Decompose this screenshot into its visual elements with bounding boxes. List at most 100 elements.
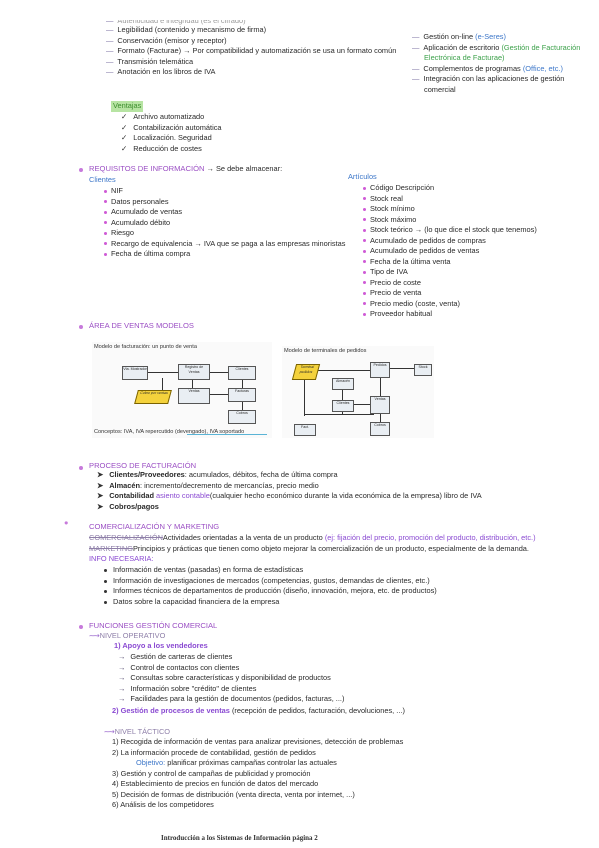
diagram-node: Ventas — [178, 388, 210, 404]
apoyo-list: →Gestión de carteras de clientes →Contro… — [118, 652, 344, 705]
diagram-node: Facturas — [228, 388, 256, 402]
diagram-node: Vta. Mostrador — [122, 366, 148, 380]
diagram-node: Clientes — [332, 400, 354, 412]
tactico-label: ⟿NIVEL TÁCTICO — [104, 727, 171, 736]
list-item: Código Descripción — [363, 183, 537, 194]
section-bullet: ● — [64, 518, 69, 527]
diagram-node: Pedidos — [370, 362, 390, 378]
section-bullet — [79, 466, 83, 470]
list-item: →Control de contactos con clientes — [118, 662, 240, 672]
articulos-label: Artículos — [348, 172, 377, 181]
list-item: —Conservación (emisor y receptor) — [106, 35, 227, 45]
list-item: Información de ventas (pasadas) en forma… — [103, 565, 437, 576]
section-bullet — [79, 168, 83, 172]
list-item: Datos sobre la capacidad financiera de l… — [103, 597, 437, 608]
diagram-node: Stock — [414, 364, 432, 376]
list-item: Precio de coste — [363, 278, 537, 289]
area-ventas-title: ÁREA DE VENTAS MODELOS — [89, 321, 194, 330]
list-item: Acumulado de pedidos de ventas — [363, 246, 537, 257]
objetivo-line: Objetivo: planificar próximas campañas c… — [136, 758, 337, 767]
diagram-node: Clientes — [228, 366, 256, 380]
info-list: Información de ventas (pasadas) en forma… — [103, 565, 437, 607]
facturacion-title: PROCESO DE FACTURACIÓN — [89, 461, 197, 470]
list-item: 2) La información procede de contabilida… — [112, 747, 316, 757]
list-item: NIF — [104, 186, 345, 197]
diagram-node: Cobros — [370, 422, 390, 436]
operativo-label: ⟿NIVEL OPERATIVO — [89, 631, 166, 640]
list-item: —Formato (Facturae) → Por compatibilidad… — [106, 46, 397, 55]
clientes-list: NIF Datos personales Acumulado de ventas… — [104, 186, 345, 260]
diagram-pedidos: Modelo de terminales de pedidos Terminal… — [282, 346, 434, 438]
diagram-node: Terminal pedidos — [291, 364, 321, 380]
list-item: Recargo de equivalencia → IVA que se pag… — [104, 239, 345, 250]
apoyo-label: 1) Apoyo a los vendedores — [114, 641, 208, 650]
requisitos-heading: REQUISITOS DE INFORMACIÓN → Se debe alma… — [89, 164, 283, 173]
diagram-node: Registro de Ventas — [178, 364, 210, 380]
list-item: Precio medio (coste, venta) — [363, 299, 537, 310]
check-icon: ✓ — [121, 133, 128, 142]
list-item: →Consultas sobre características y dispo… — [118, 673, 331, 682]
list-item: —Integración con las aplicaciones de ges… — [412, 74, 565, 94]
squiggle-arrow-icon: ⟿ — [104, 727, 115, 736]
list-item: Datos personales — [104, 197, 345, 208]
list-item: ➤Almacén: incremento/decremento de merca… — [97, 480, 319, 490]
check-icon: ✓ — [121, 143, 128, 153]
list-item: —Complementos de programas (Office, etc.… — [412, 63, 563, 73]
list-item: 5) Decisión de formas de distribución (v… — [112, 789, 355, 799]
gestion-line: 2) Gestión de procesos de ventas (recepc… — [112, 706, 405, 715]
check-icon: ✓ — [121, 112, 128, 121]
list-item: 1) Recogida de información de ventas par… — [112, 737, 404, 746]
list-item: Riesgo — [104, 228, 345, 239]
list-item: 3) Gestión y control de campañas de publ… — [112, 768, 311, 778]
list-item: Proveedor habitual — [363, 309, 537, 320]
tactico-list: 1) Recogida de información de ventas par… — [112, 737, 403, 811]
clientes-label: Clientes — [89, 175, 116, 184]
diagram-node: Fact. — [294, 424, 316, 436]
marketing-line: MARKETINGPrincipios y prácticas que tien… — [89, 544, 529, 553]
list-item: Tipo de IVA — [363, 267, 537, 278]
list-item: ➤Clientes/Proveedores: acumulados, débit… — [97, 470, 338, 479]
list-item: Acumulado de pedidos de compras — [363, 236, 537, 247]
list-item: ✓Reducción de costes — [121, 143, 202, 153]
list-item: Fecha de la última venta — [363, 257, 537, 268]
list-item: —Anotación en los libros de IVA — [106, 67, 216, 76]
list-item: ✓Archivo automatizado — [121, 112, 205, 121]
info-label: INFO NECESARIA: — [89, 554, 154, 563]
list-item: Stock real — [363, 194, 537, 205]
section-bullet — [79, 625, 83, 629]
comercializacion-title: COMERCIALIZACIÓN Y MARKETING — [89, 522, 220, 531]
list-item: Stock teórico → (lo que dice el stock qu… — [363, 225, 537, 236]
list-item: —Aplicación de escritorio (Gestión de Fa… — [412, 42, 581, 63]
section-bullet — [79, 325, 83, 329]
list-item: ➤Contabilidad asiento contable(cualquier… — [97, 491, 482, 500]
diagram-caption: Conceptos: IVA, IVA repercutido (devenga… — [94, 429, 245, 435]
diagram-node: Cobro por ventas — [134, 390, 172, 404]
list-item: 6) Análisis de los competidores — [112, 800, 214, 809]
list-item: ✓Contabilización automática — [121, 122, 222, 132]
diagram-node: Ventas — [370, 396, 390, 414]
list-item: Precio de venta — [363, 288, 537, 299]
comercializacion-line: COMERCIALIZACIÓNActividades orientadas a… — [89, 533, 536, 542]
list-item: —Legibilidad (contenido y mecanismo de f… — [106, 25, 267, 34]
list-item: Fecha de última compra — [104, 249, 345, 260]
list-item: —Transmisión telemática — [106, 56, 194, 66]
list-item: ➤Cobros/pagos — [97, 501, 159, 511]
list-item: Acumulado débito — [104, 218, 345, 229]
list-item: Acumulado de ventas — [104, 207, 345, 218]
list-item: Stock máximo — [363, 215, 537, 226]
top-left-list: —Legibilidad (contenido y mecanismo de f… — [106, 25, 397, 78]
page-footer: Introducción a los Sistemas de Informaci… — [161, 834, 318, 842]
list-item: Información de investigaciones de mercad… — [103, 576, 437, 587]
list-item: —Gestión on-line (e-Seres) — [412, 32, 506, 41]
list-item: →Facilidades para la gestión de document… — [118, 694, 345, 703]
list-item: →Información sobre "crédito" de clientes — [118, 683, 257, 693]
list-item: Informes técnicos de departamentos de pr… — [103, 586, 437, 597]
ventajas-list: ✓Archivo automatizado ✓Contabilización a… — [121, 112, 222, 154]
funciones-title: FUNCIONES GESTIÓN COMERCIAL — [89, 621, 218, 630]
list-item: ✓Localización. Seguridad — [121, 133, 212, 142]
list-item: →Gestión de carteras de clientes — [118, 652, 233, 661]
squiggle-arrow-icon: ⟿ — [89, 631, 100, 640]
diagram-node: Almacén — [332, 378, 354, 390]
diagram-node: Cobros — [228, 410, 256, 424]
diagram-title: Modelo de facturación: un punto de venta — [94, 344, 197, 350]
